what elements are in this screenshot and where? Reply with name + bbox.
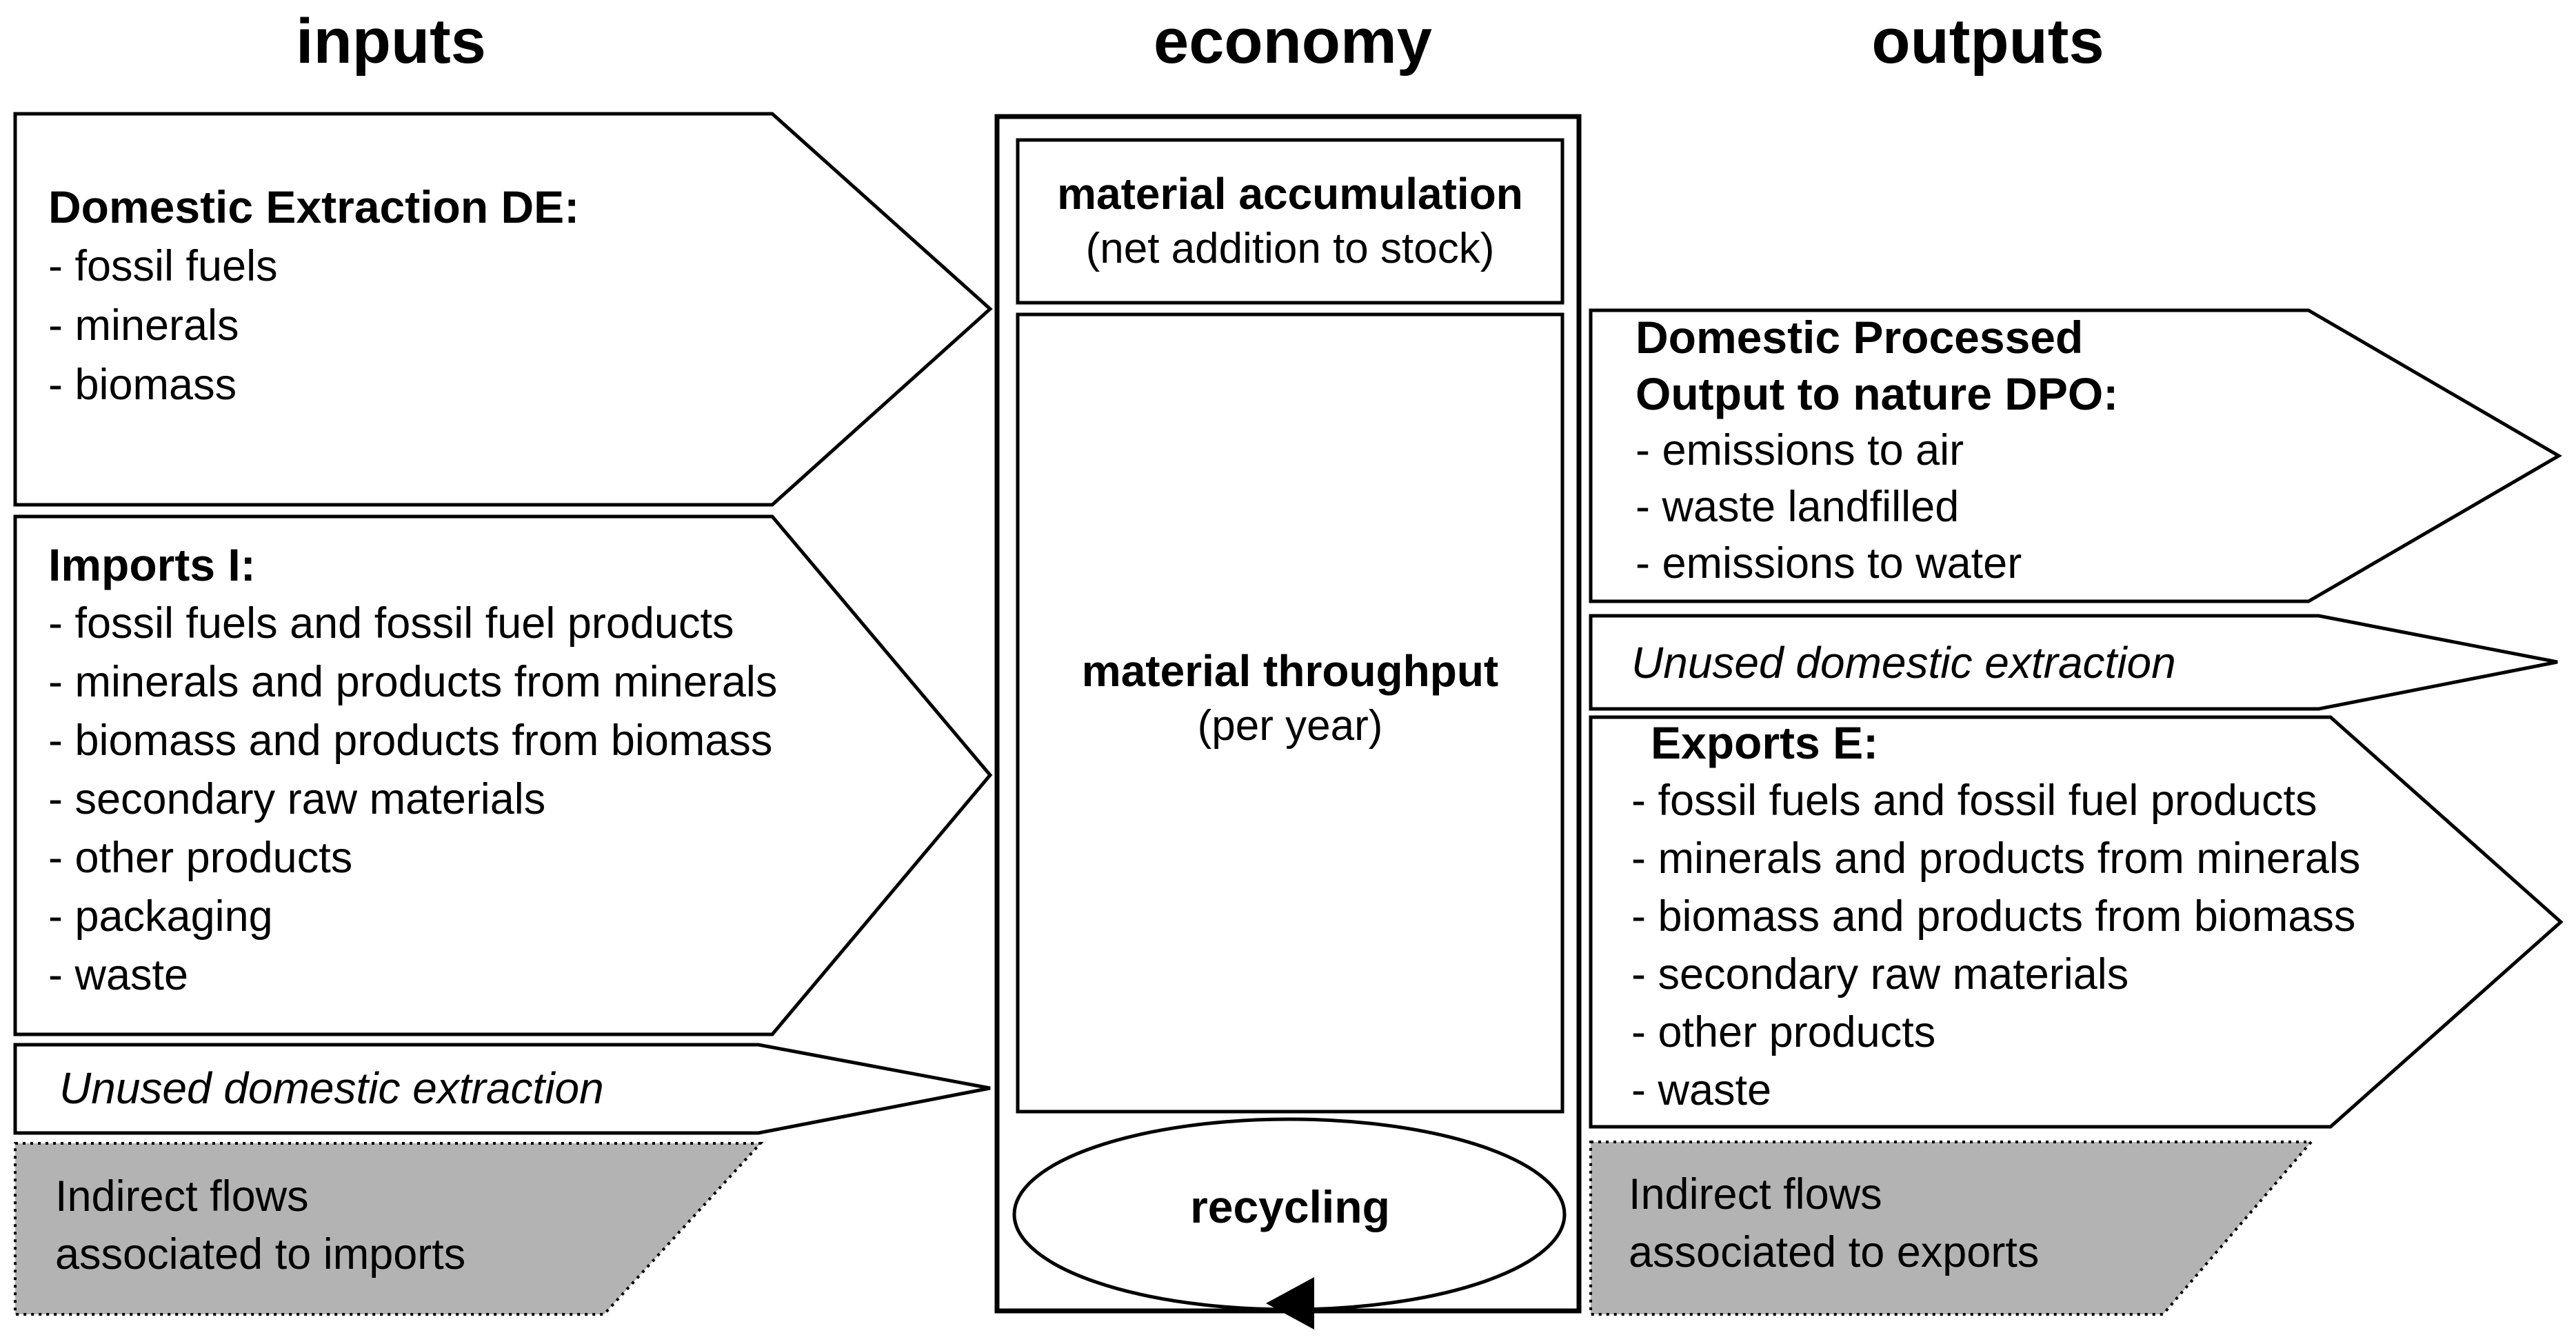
material-accumulation-subtitle: (net addition to stock) <box>1085 225 1495 272</box>
imports-item: - other products <box>48 834 353 882</box>
imports-arrow-shape <box>13 514 993 1036</box>
domestic-extraction-arrow-shape <box>13 112 993 507</box>
dpo-item: - emissions to air <box>1636 426 1964 474</box>
dpo-arrow-shape <box>1589 308 2562 603</box>
domestic-extraction-block: Domestic Extraction DE: - fossil fuels -… <box>48 177 579 414</box>
recycling-arrowhead-icon <box>1266 1277 1314 1330</box>
exports-item: - waste <box>1631 1066 1772 1114</box>
indirect-exports-line: associated to exports <box>1629 1228 2040 1276</box>
exports-arrow-shape <box>1589 715 2564 1129</box>
domestic-extraction-item: - minerals <box>48 301 239 350</box>
imports-title: Imports I: <box>48 539 256 590</box>
inputs-column-header: inputs <box>296 6 486 77</box>
material-throughput-block: material throughput (per year) <box>1018 643 1562 754</box>
material-throughput-title: material throughput <box>1081 646 1499 696</box>
unused-extraction-right-arrow-shape <box>1589 614 2558 711</box>
exports-item: - secondary raw materials <box>1631 950 2129 999</box>
domestic-extraction-title: Domestic Extraction DE: <box>48 181 580 232</box>
economy-column-header: economy <box>1154 6 1432 77</box>
unused-extraction-left-label: Unused domestic extraction <box>59 1063 604 1113</box>
dpo-title-line: Domestic Processed <box>1636 312 2084 363</box>
exports-block: Exports E: - fossil fuels and fossil fue… <box>1631 714 2360 1119</box>
unused-extraction-left-arrow-shape <box>13 1043 991 1135</box>
exports-title: Exports E: <box>1651 717 1879 768</box>
material-accumulation-block: material accumulation (net addition to s… <box>1018 166 1562 277</box>
unused-extraction-left-block: Unused domestic extraction <box>59 1059 604 1117</box>
indirect-imports-line: Indirect flows <box>55 1172 309 1221</box>
indirect-imports-line: associated to imports <box>55 1230 466 1278</box>
dpo-block: Domestic Processed Output to nature DPO:… <box>1636 309 2118 592</box>
imports-block: Imports I: - fossil fuels and fossil fue… <box>48 536 777 1005</box>
indirect-imports-box-shape <box>14 1142 764 1316</box>
outputs-column-header: outputs <box>1871 6 2104 77</box>
imports-item: - biomass and products from biomass <box>48 716 773 765</box>
material-accumulation-title: material accumulation <box>1057 169 1523 219</box>
unused-extraction-right-label: Unused domestic extraction <box>1631 638 2176 688</box>
dpo-item: - waste landfilled <box>1636 483 1960 531</box>
imports-item: - packaging <box>48 892 273 941</box>
imports-item: - fossil fuels and fossil fuel products <box>48 599 734 648</box>
imports-item: - secondary raw materials <box>48 775 546 823</box>
imports-item: - waste <box>48 951 189 999</box>
indirect-exports-box-shape <box>1589 1141 2315 1316</box>
exports-item: - other products <box>1631 1008 1936 1056</box>
material-throughput-subtitle: (per year) <box>1197 702 1383 750</box>
exports-item: - biomass and products from biomass <box>1631 892 2356 941</box>
unused-extraction-right-block: Unused domestic extraction <box>1631 634 2176 692</box>
recycling-label: recycling <box>1190 1181 1390 1232</box>
dpo-item: - emissions to water <box>1636 539 2022 588</box>
exports-item: - fossil fuels and fossil fuel products <box>1631 776 2317 825</box>
domestic-extraction-item: - biomass <box>48 361 237 409</box>
exports-item: - minerals and products from minerals <box>1631 834 2361 883</box>
material-accumulation-box-shape <box>1016 138 1564 305</box>
imports-item: - minerals and products from minerals <box>48 658 778 706</box>
domestic-extraction-item: - fossil fuels <box>48 242 278 290</box>
indirect-exports-block: Indirect flows associated to exports <box>1629 1165 2039 1281</box>
indirect-exports-line: Indirect flows <box>1629 1170 1882 1218</box>
indirect-imports-block: Indirect flows associated to imports <box>55 1167 465 1283</box>
material-throughput-box-shape <box>1016 312 1564 1114</box>
dpo-title-line: Output to nature DPO: <box>1636 368 2119 419</box>
